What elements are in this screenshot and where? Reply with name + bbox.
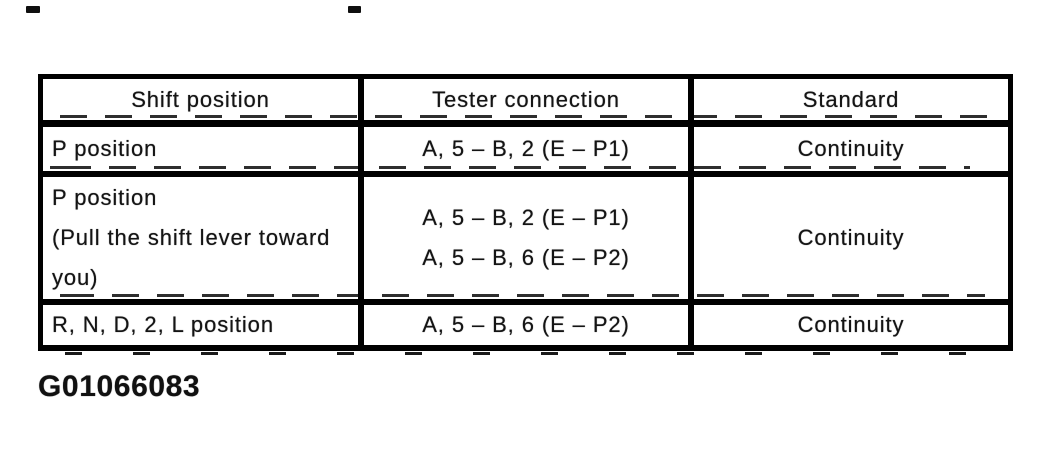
- table-border-right: [1008, 74, 1013, 351]
- header-cell-shift-position: Shift position: [131, 86, 270, 112]
- table-border-left: [38, 74, 43, 351]
- table-row-2-standard-cell: Continuity: [694, 177, 1008, 299]
- table-rule-below-header: [38, 120, 1013, 127]
- table-border-top: [38, 74, 1013, 79]
- table-row-1-tester-cell: A, 5 – B, 2 (E – P1): [364, 127, 688, 171]
- table-row-1-shift-cell: P position: [43, 127, 367, 171]
- table-divider-col1: [358, 74, 364, 351]
- cell-text-line: P position: [52, 185, 158, 210]
- table-rule-below-row2: [38, 299, 1013, 305]
- table-row-3-standard-cell: Continuity: [694, 305, 1008, 345]
- cell-text: Continuity: [797, 136, 905, 161]
- scan-dashed-line: [60, 294, 985, 297]
- cell-text-line: A, 5 – B, 2 (E – P1): [422, 205, 630, 230]
- figure-code: G01066083: [38, 370, 201, 403]
- table-divider-col2: [688, 74, 694, 351]
- table-row-2-shift-cell: P position (Pull the shift lever toward …: [43, 177, 367, 299]
- scan-dashed-line: [65, 352, 980, 355]
- cell-text: P position: [52, 136, 158, 161]
- cell-text-line: you): [52, 265, 99, 290]
- cell-text: R, N, D, 2, L position: [52, 312, 274, 337]
- table-row-2-tester-cell: A, 5 – B, 2 (E – P1) A, 5 – B, 6 (E – P2…: [364, 177, 688, 299]
- cell-text: Continuity: [797, 312, 905, 337]
- cell-text: Continuity: [797, 225, 905, 250]
- table-rule-below-row1: [38, 171, 1013, 177]
- cell-text: A, 5 – B, 6 (E – P2): [422, 312, 630, 337]
- header-cell-tester-connection: Tester connection: [432, 86, 620, 112]
- scan-speckle: [26, 6, 40, 13]
- scan-speckle: [348, 6, 361, 13]
- cell-text-line: (Pull the shift lever toward: [52, 225, 331, 250]
- scan-dashed-line: [60, 115, 990, 118]
- cell-text-line: A, 5 – B, 6 (E – P2): [422, 245, 630, 270]
- cell-text: A, 5 – B, 2 (E – P1): [422, 136, 630, 161]
- table-row-3-tester-cell: A, 5 – B, 6 (E – P2): [364, 305, 688, 345]
- table-row-1-standard-cell: Continuity: [694, 127, 1008, 171]
- header-cell-standard: Standard: [802, 86, 900, 112]
- table-row-3-shift-cell: R, N, D, 2, L position: [43, 305, 367, 345]
- scan-dashed-line: [50, 166, 970, 169]
- table-border-bottom: [38, 345, 1013, 351]
